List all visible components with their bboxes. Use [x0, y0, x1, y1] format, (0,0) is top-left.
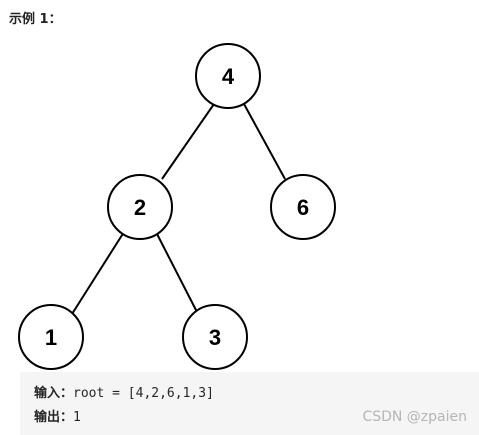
tree-node-label: 3 [209, 325, 221, 350]
example-code-block: 输入：root = [4,2,6,1,3] 输出：1 [20, 372, 479, 435]
tree-node-label: 4 [222, 64, 235, 89]
input-label: 输入： [34, 386, 74, 401]
tree-node-3: 3 [182, 304, 248, 370]
example-heading: 示例 1： [9, 12, 62, 27]
tree-node-2: 2 [107, 174, 173, 240]
tree-node-label: 1 [45, 325, 57, 350]
input-line: 输入：root = [4,2,6,1,3] [34, 382, 214, 401]
tree-node-6: 6 [270, 174, 336, 240]
tree-node-4: 4 [195, 43, 261, 109]
tree-edge-4-2 [161, 103, 215, 180]
tree-edge-2-1 [71, 231, 125, 315]
tree-node-label: 2 [134, 195, 146, 220]
input-value: root = [4,2,6,1,3] [73, 386, 214, 401]
tree-edge-2-3 [155, 231, 199, 315]
binary-tree-diagram: 4 2 6 1 3 [18, 43, 336, 370]
csdn-watermark: CSDN @zpaien [362, 409, 467, 425]
output-value: 1 [73, 410, 81, 425]
tree-edge-4-6 [243, 103, 286, 180]
tree-node-1: 1 [18, 304, 84, 370]
output-label: 输出： [34, 410, 74, 425]
output-line: 输出：1 [34, 406, 81, 425]
tree-node-label: 6 [297, 195, 309, 220]
